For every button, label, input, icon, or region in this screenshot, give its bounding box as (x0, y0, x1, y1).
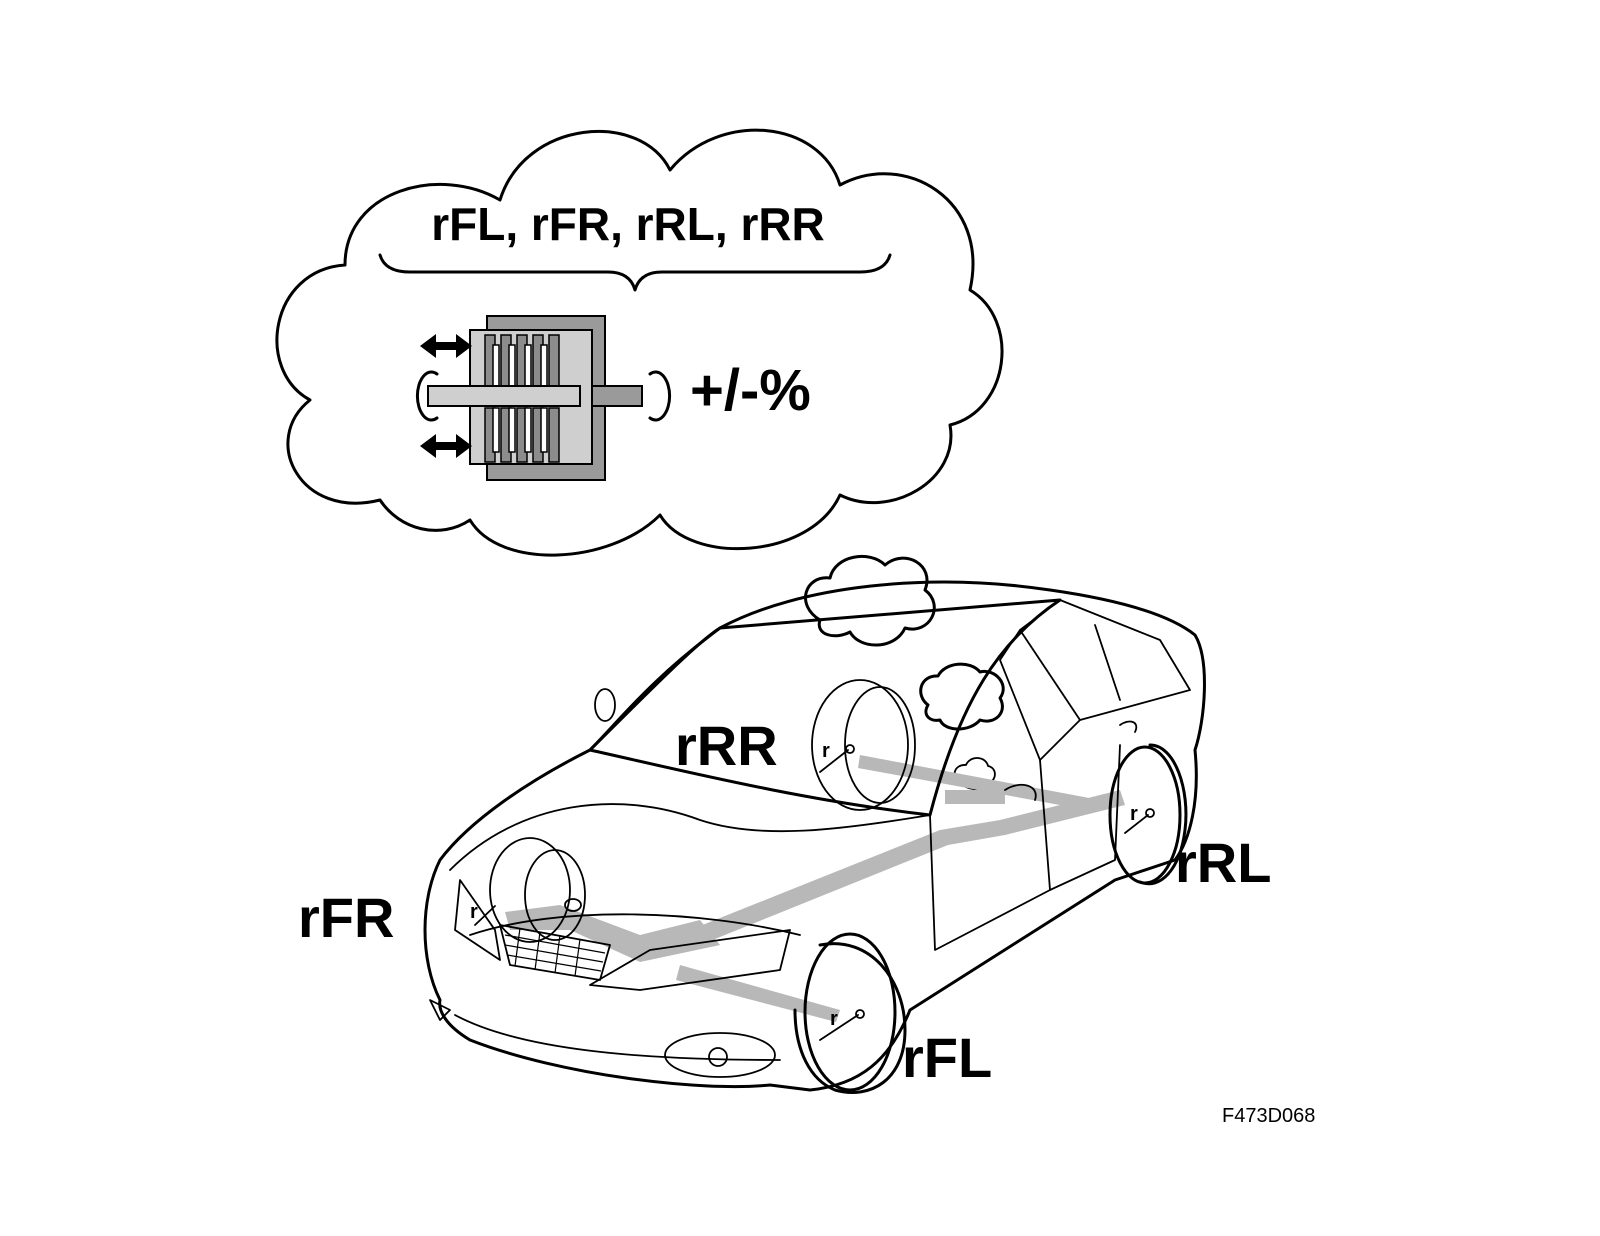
label-rfr: rFR (298, 886, 394, 949)
clutch-icon (427, 315, 643, 481)
rotation-arrow-icon (415, 370, 672, 422)
label-rrr: rRR (675, 714, 778, 777)
radius-marker-rr: r (822, 740, 830, 762)
label-rfl: rFL (902, 1026, 992, 1089)
curly-brace-icon (378, 253, 892, 292)
radius-marker-fl: r (830, 1008, 838, 1030)
label-rrl: rRL (1175, 831, 1271, 894)
radius-marker-rl: r (1130, 803, 1138, 825)
percent-text: +/-% (690, 358, 811, 423)
wheel-rear-right (811, 679, 916, 811)
wheel-front-right (489, 837, 586, 943)
figure-code: F473D068 (1222, 1105, 1315, 1127)
double-arrow-icon (420, 334, 472, 458)
wheel-rear-left (1108, 743, 1188, 886)
bubble-title: rFL, rFR, rRL, rRR (431, 198, 825, 250)
car-illustration (423, 555, 1206, 1094)
radius-marker-fr: r (470, 901, 478, 923)
thought-cloud (275, 128, 1004, 557)
wheel-front-left (793, 932, 907, 1094)
